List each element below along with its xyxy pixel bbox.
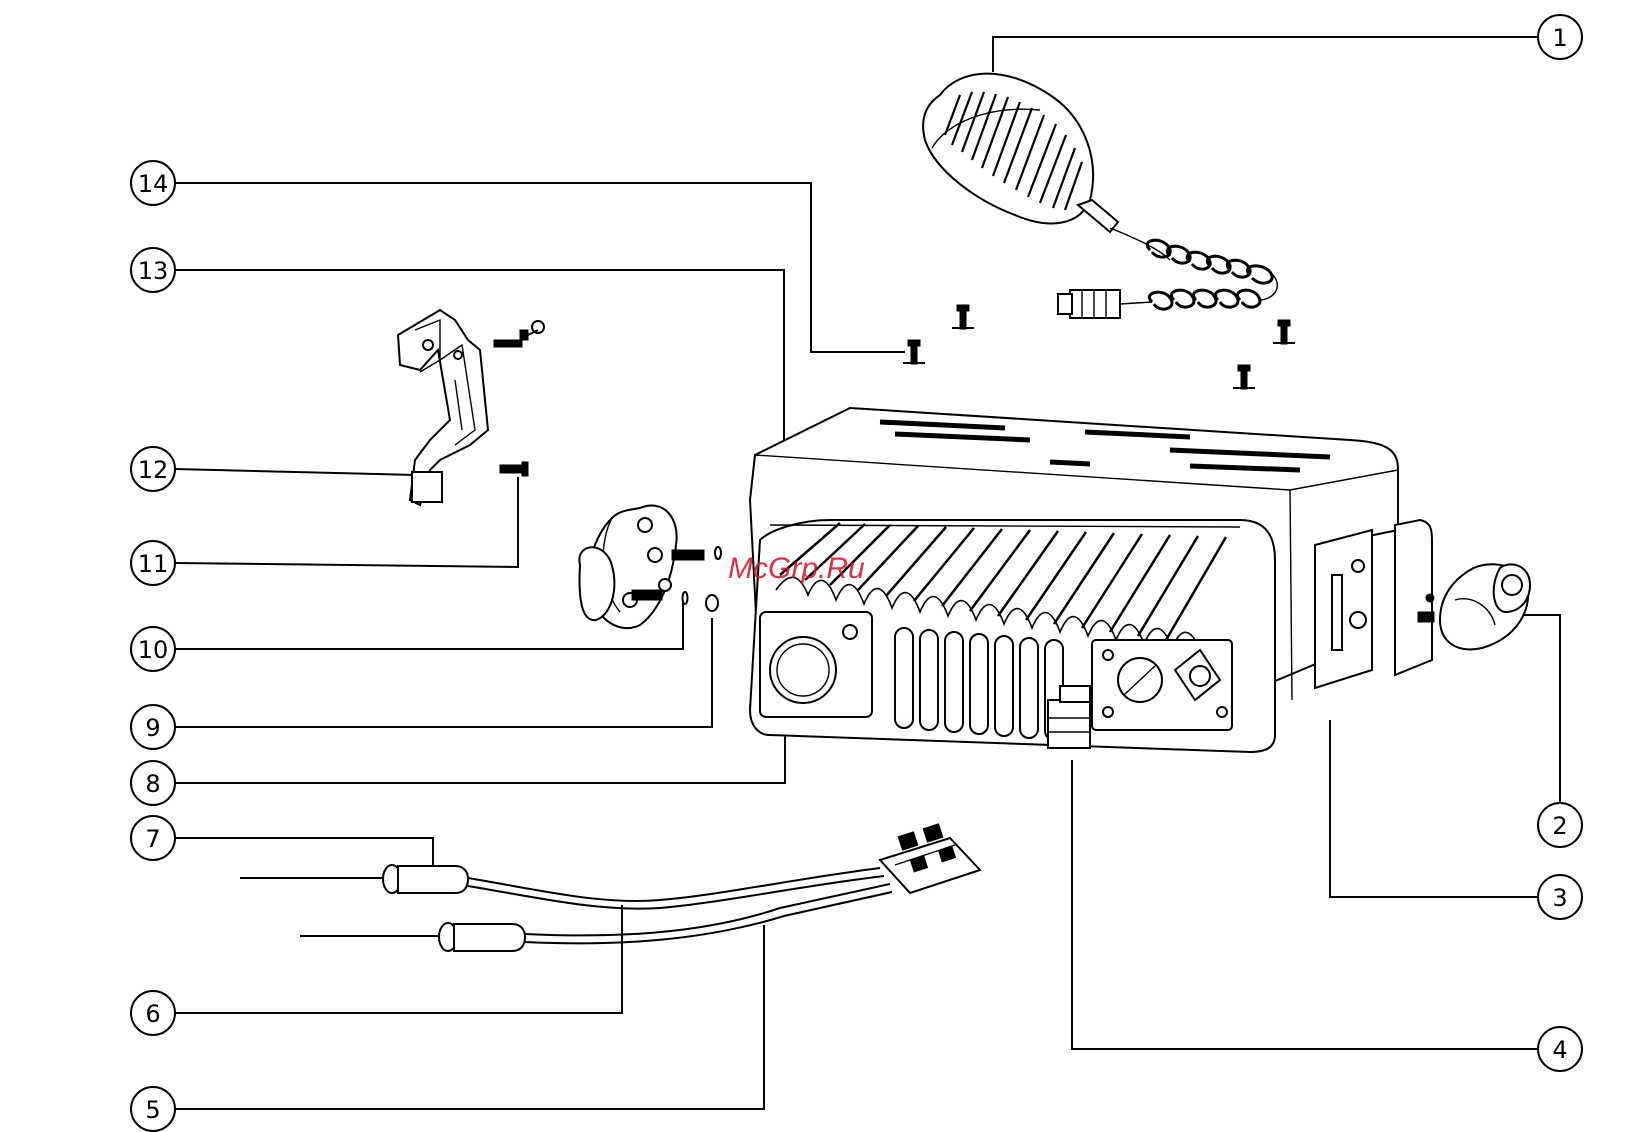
fuse-holder-lower (439, 923, 525, 951)
svg-text:14: 14 (138, 170, 169, 198)
svg-text:3: 3 (1552, 884, 1567, 912)
callout-7: 7 (131, 816, 175, 860)
svg-text:11: 11 (138, 550, 169, 578)
leader-4 (1072, 760, 1538, 1049)
bracket-screws (494, 321, 544, 476)
svg-text:5: 5 (145, 1096, 160, 1124)
leader-8 (175, 708, 785, 783)
leader-11 (175, 477, 518, 567)
callout-6: 6 (131, 991, 175, 1035)
leader-1 (993, 37, 1538, 72)
left-knob-assembly (579, 506, 721, 629)
svg-text:8: 8 (145, 770, 160, 798)
svg-text:6: 6 (145, 1000, 160, 1028)
leader-9 (175, 618, 712, 727)
svg-text:1: 1 (1552, 24, 1567, 52)
screw-d (1233, 365, 1255, 389)
screw-bracket-top (494, 321, 544, 347)
svg-text:4: 4 (1552, 1036, 1567, 1064)
callout-13: 13 (131, 248, 175, 292)
svg-text:13: 13 (138, 257, 169, 285)
callout-9: 9 (131, 705, 175, 749)
right-knob (1418, 564, 1530, 649)
leader-6 (175, 905, 622, 1013)
svg-text:10: 10 (138, 636, 169, 664)
cable-plug (880, 824, 980, 893)
watermark-text: McGrp.Ru (728, 552, 865, 585)
svg-text:2: 2 (1552, 812, 1567, 840)
callout-11: 11 (131, 541, 175, 585)
callout-12: 12 (131, 447, 175, 491)
power-cable (240, 824, 980, 951)
screw-c (1273, 320, 1295, 344)
callout-3: 3 (1538, 875, 1582, 919)
leader-12 (175, 469, 415, 475)
leader-3 (1330, 720, 1538, 897)
callout-10: 10 (131, 627, 175, 671)
screw-a (952, 305, 974, 329)
callout-4: 4 (1538, 1027, 1582, 1071)
svg-text:9: 9 (145, 714, 160, 742)
mounting-bracket (398, 310, 488, 505)
antenna-connector (770, 637, 836, 703)
microphone (923, 74, 1277, 318)
side-plate (1315, 530, 1372, 688)
callout-8: 8 (131, 761, 175, 805)
leader-5 (175, 925, 764, 1109)
radio-unit (750, 408, 1530, 752)
svg-text:12: 12 (138, 456, 169, 484)
screw-b (903, 340, 925, 364)
svg-text:7: 7 (145, 825, 160, 853)
fuse-holder-upper (383, 865, 468, 893)
callout-14: 14 (131, 161, 175, 205)
callout-1: 1 (1538, 15, 1582, 59)
screw-bracket-bottom (500, 462, 528, 476)
callout-5: 5 (131, 1087, 175, 1131)
power-connector-socket (1092, 640, 1232, 730)
leader-2 (1515, 615, 1560, 825)
callout-2: 2 (1538, 803, 1582, 847)
